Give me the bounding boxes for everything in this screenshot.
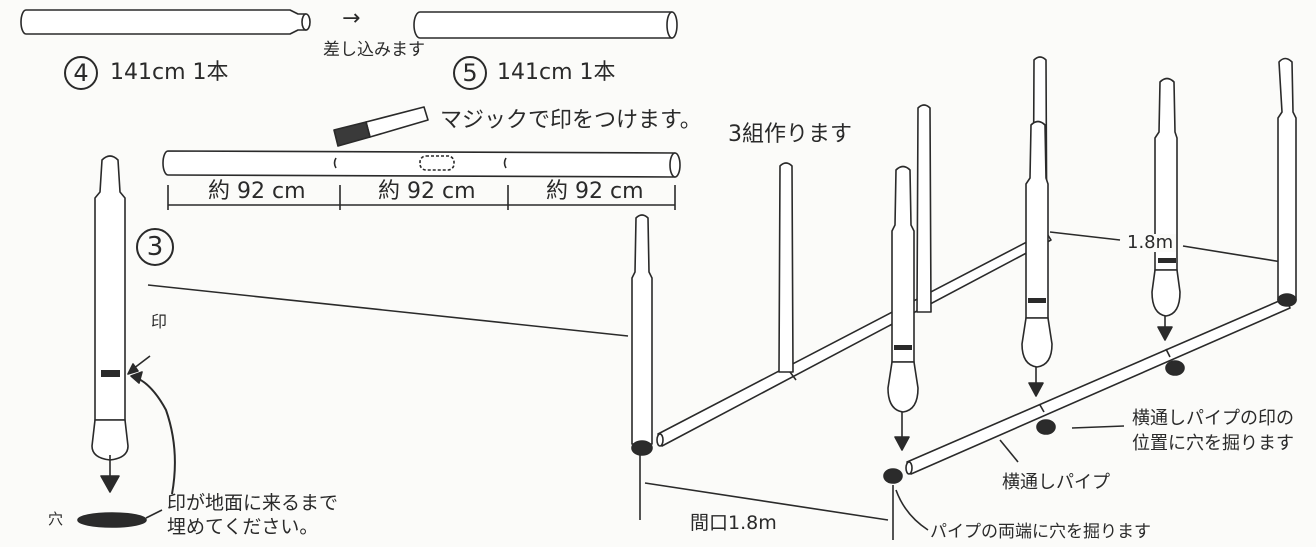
insert-arrow: → <box>342 6 361 31</box>
segment-length-3: 約 92 cm <box>546 179 644 204</box>
cross-pipe-note-line-2: 位置に穴を掘ります <box>1132 433 1294 454</box>
marker-instruction: マジックで印をつけます。 <box>440 108 702 133</box>
cross-pipe-back <box>657 231 1052 447</box>
pipe-141cm-swaged <box>20 9 307 35</box>
frame-posts <box>631 56 1297 456</box>
make-three-sets: 3組作ります <box>728 122 852 147</box>
pipe-end <box>666 11 678 39</box>
step-5-spec: 141cm 1本 <box>497 60 616 85</box>
bury-instruction-line-1: 印が地面に来るまで <box>167 492 339 514</box>
segment-length-2: 約 92 cm <box>378 179 476 204</box>
pipe-end <box>301 13 311 31</box>
step-4-number: 4 <box>64 56 98 90</box>
frontage-dimension: 間口1.8m <box>690 512 777 534</box>
pipe-burial-illustration <box>77 155 176 528</box>
step-3-number: 3 <box>136 228 174 266</box>
joined-pipe <box>162 150 676 178</box>
cross-pipe-label: 横通しパイプ <box>1002 472 1110 493</box>
posts-being-inserted <box>883 77 1185 484</box>
pipe-141cm-plain <box>413 11 673 39</box>
hole-label: 穴 <box>48 510 64 528</box>
mark-label: 印 <box>151 312 168 331</box>
step-4-spec: 141cm 1本 <box>110 60 229 85</box>
segment-length-1: 約 92 cm <box>208 179 306 204</box>
bury-instruction-line-2: 埋めてください。 <box>167 516 319 538</box>
marker-pen-icon <box>333 106 429 147</box>
pipe-ends-note: パイプの両端に穴を掘ります <box>930 522 1151 542</box>
pipe-end <box>669 152 681 178</box>
depth-dimension: 1.8m <box>1124 234 1177 252</box>
step-5-number: 5 <box>453 56 487 90</box>
dimension-scale <box>167 185 676 210</box>
cross-pipe-note-line-1: 横通しパイプの印の <box>1132 408 1294 429</box>
ground-outline <box>639 231 1283 540</box>
insert-text: 差し込みます <box>323 40 425 60</box>
